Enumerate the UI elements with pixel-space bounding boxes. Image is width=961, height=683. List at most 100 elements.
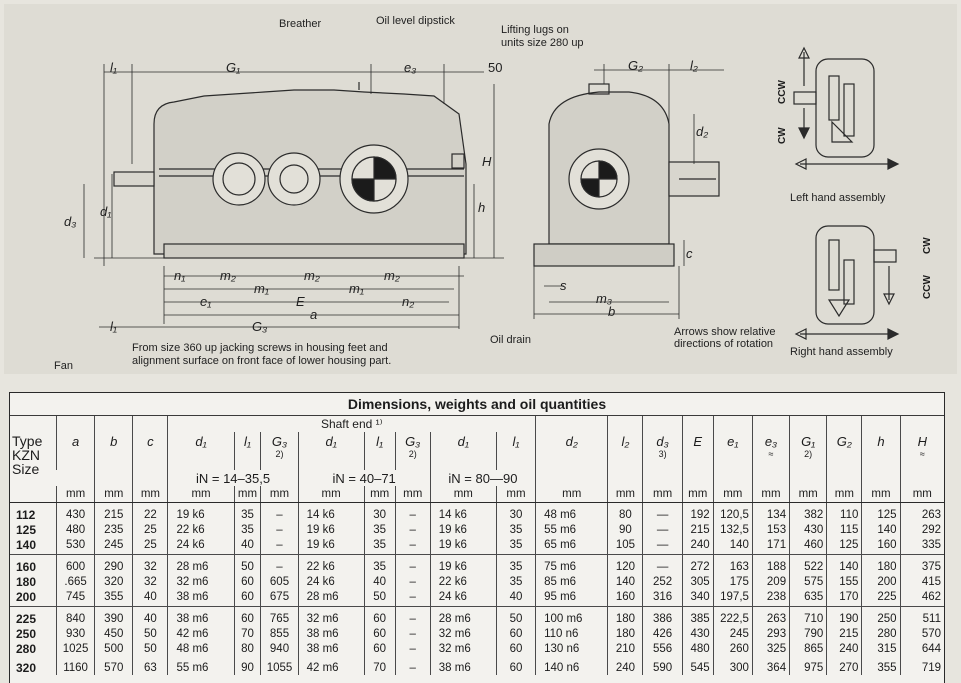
value-cell: 940 <box>260 641 299 656</box>
value-cell: 430 <box>681 626 714 641</box>
value-cell: 605 <box>260 574 299 589</box>
value-cell: 25 <box>132 537 168 555</box>
value-cell: 60 <box>233 589 261 607</box>
size-cell: 225 <box>16 611 37 626</box>
value-cell: 153 <box>751 522 790 537</box>
value-cell: 35 <box>363 554 396 574</box>
value-cell: 250 <box>861 606 901 626</box>
arrows-note: Arrows show relative directions of rotat… <box>674 326 776 350</box>
end-view <box>533 83 720 267</box>
value-cell: 430 <box>55 502 95 522</box>
value-cell: 32 <box>132 574 168 589</box>
unit-cell: mm <box>861 486 901 503</box>
value-cell: – <box>394 626 431 641</box>
value-cell: 355 <box>94 589 133 607</box>
value-cell: 48 m6 <box>167 641 235 656</box>
value-cell: 160 <box>607 589 643 607</box>
value-cell: 215 <box>826 626 862 641</box>
value-cell: 22 k6 <box>297 554 365 574</box>
col-d1-b: d₁ <box>297 432 365 470</box>
dim-H: H <box>482 154 492 169</box>
oil-level-dipstick-label: Oil level dipstick <box>376 15 455 27</box>
value-cell: 222,5 <box>712 606 753 626</box>
dim-a: a <box>310 307 318 322</box>
value-cell: 125 <box>826 537 862 555</box>
oil-drain-label: Oil drain <box>490 334 531 346</box>
value-cell: 14 k6 <box>429 502 497 522</box>
value-cell: 163 <box>712 554 753 574</box>
unit-cell: mm <box>826 486 862 503</box>
unit-cell: mm <box>394 486 431 503</box>
value-cell: 335 <box>899 537 944 555</box>
value-cell: 252 <box>642 574 683 589</box>
type-header: Type KZN Size <box>12 433 43 477</box>
col-d1-a: d₁ <box>167 432 235 470</box>
dim-G1: G₁ <box>226 60 241 75</box>
value-cell: 50 <box>495 606 536 626</box>
value-cell: 60 <box>495 641 536 656</box>
size-cell: 160 <box>16 559 37 574</box>
dim-G2: G₂ <box>628 58 644 73</box>
fan-label: Fan <box>54 360 73 372</box>
value-cell: 24 k6 <box>429 589 497 607</box>
value-cell: 38 m6 <box>167 606 235 626</box>
value-cell: 110 <box>826 502 862 522</box>
unit-cell: mm <box>899 486 944 503</box>
value-cell: 32 m6 <box>429 626 497 641</box>
lifting-lugs-label: Lifting lugs on units size 280 up <box>501 24 584 49</box>
dim-e1: e₁ <box>200 294 212 309</box>
value-cell: 190 <box>826 606 862 626</box>
value-cell: 35 <box>233 502 261 522</box>
value-cell: 19 k6 <box>167 502 235 522</box>
value-cell: 40 <box>495 589 536 607</box>
value-cell: 209 <box>751 574 790 589</box>
value-cell: 188 <box>751 554 790 574</box>
col-E: E <box>681 432 714 470</box>
value-cell: – <box>394 589 431 607</box>
dim-d3: d₃ <box>64 214 77 229</box>
value-cell: 225 <box>861 589 901 607</box>
value-cell: 50 <box>132 626 168 641</box>
breather-label: Breather <box>279 18 322 30</box>
unit-cell: mm <box>363 486 396 503</box>
value-cell: 120,5 <box>712 502 753 522</box>
dim-d2: d₂ <box>696 124 709 139</box>
value-cell: 19 k6 <box>429 522 497 537</box>
value-cell: 60 <box>363 606 396 626</box>
value-cell: 575 <box>789 574 827 589</box>
value-cell: 60 <box>495 626 536 641</box>
in-range-1: iN = 14–35,5 <box>167 470 299 486</box>
value-cell: 85 m6 <box>535 574 608 589</box>
value-cell: 60 <box>233 606 261 626</box>
value-cell: – <box>260 554 299 574</box>
value-cell: 38 m6 <box>297 641 365 656</box>
value-cell: 132,5 <box>712 522 753 537</box>
dim-l2: l₂ <box>690 58 698 73</box>
cw-label-left: CW <box>777 127 788 144</box>
unit-cell: mm <box>789 486 827 503</box>
value-cell: 105 <box>607 537 643 555</box>
value-cell: 50 <box>233 554 261 574</box>
value-cell: 635 <box>789 589 827 607</box>
col-l1-c: l₁ <box>495 432 536 470</box>
value-cell: 80 <box>233 641 261 656</box>
value-cell: 63 <box>132 656 168 675</box>
dim-m3: m₃ <box>596 291 612 306</box>
value-cell: 22 k6 <box>167 522 235 537</box>
unit-cell: mm <box>94 486 133 503</box>
value-cell: 50 <box>132 641 168 656</box>
technical-drawing-svg <box>83 46 900 340</box>
col-H: H≈ <box>899 432 944 470</box>
value-cell: 55 m6 <box>535 522 608 537</box>
value-cell: 215 <box>681 522 714 537</box>
value-cell: 426 <box>642 626 683 641</box>
col-h: h <box>861 432 901 470</box>
unit-cell: mm <box>642 486 683 503</box>
value-cell: 192 <box>681 502 714 522</box>
value-cell: 120 <box>607 554 643 574</box>
value-cell: 315 <box>861 641 901 656</box>
value-cell: 790 <box>789 626 827 641</box>
value-cell: 272 <box>681 554 714 574</box>
